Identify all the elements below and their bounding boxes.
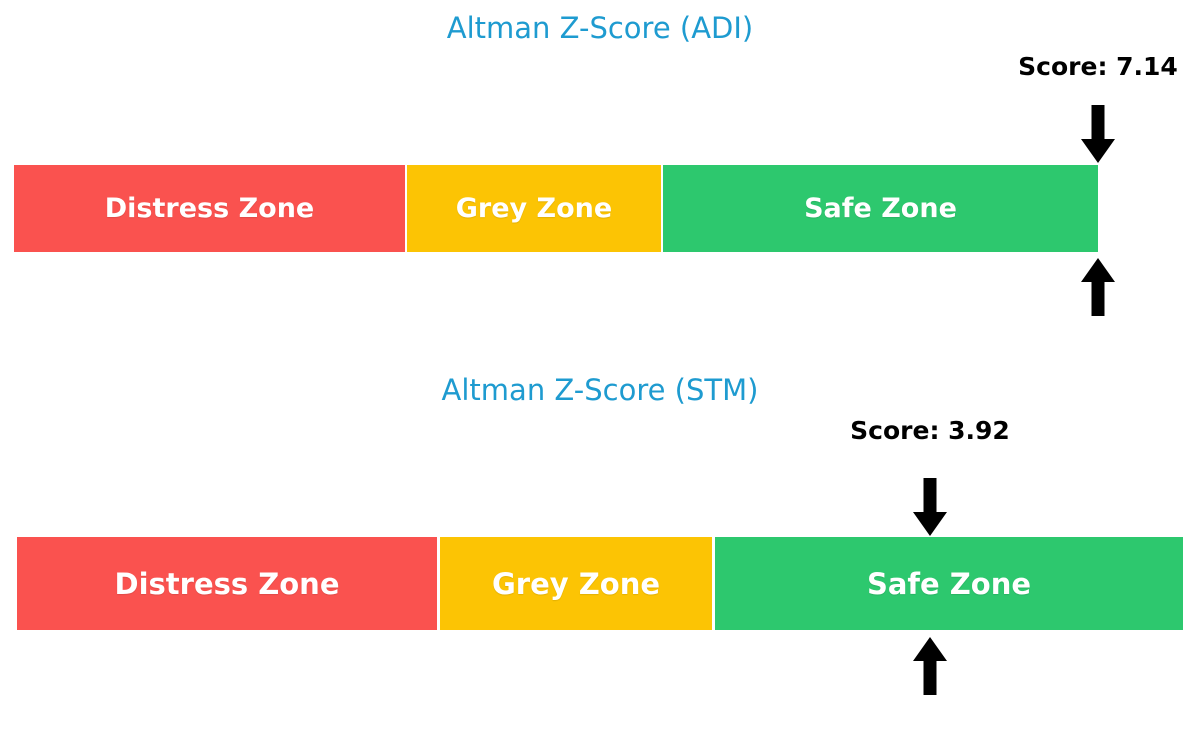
page-title-adi: Altman Z-Score (ADI) (446, 11, 754, 45)
zone-bar-adi: Distress Zone Grey Zone Safe Zone (14, 165, 1098, 252)
arrow-head (913, 637, 947, 661)
arrow-head (1081, 258, 1115, 282)
score-label-adi: Score: 7.14 (1018, 52, 1178, 81)
arrow-shaft (923, 478, 937, 514)
arrow-up-icon (913, 637, 947, 695)
arrow-shaft (1091, 280, 1105, 316)
zone-safe-adi[interactable]: Safe Zone (663, 165, 1098, 252)
gauge-chart-stm: Altman Z-Score (STM) Score: 3.92 Distres… (0, 360, 1200, 746)
zone-distress-stm[interactable]: Distress Zone (17, 537, 437, 630)
zone-label-grey: Grey Zone (491, 566, 661, 601)
zone-label-safe: Safe Zone (804, 193, 957, 224)
zone-safe-stm[interactable]: Safe Zone (715, 537, 1183, 630)
zone-grey-stm[interactable]: Grey Zone (440, 537, 712, 630)
arrow-head (1081, 139, 1115, 163)
arrow-down-icon (913, 478, 947, 536)
arrow-shaft (923, 659, 937, 695)
zone-label-distress: Distress Zone (104, 193, 315, 224)
score-label-stm: Score: 3.92 (850, 416, 1010, 445)
zone-label-safe: Safe Zone (866, 566, 1032, 601)
arrow-shaft (1091, 105, 1105, 141)
arrow-head (913, 512, 947, 536)
zone-bar-stm: Distress Zone Grey Zone Safe Zone (17, 537, 1183, 630)
gauge-chart-adi: Altman Z-Score (ADI) Score: 7.14 Distres… (0, 0, 1200, 360)
zone-distress-adi[interactable]: Distress Zone (14, 165, 405, 252)
zone-label-distress: Distress Zone (114, 566, 340, 601)
zone-grey-adi[interactable]: Grey Zone (407, 165, 661, 252)
zone-label-grey: Grey Zone (455, 193, 613, 224)
arrow-up-icon (1081, 258, 1115, 316)
arrow-down-icon (1081, 105, 1115, 163)
page-title-stm: Altman Z-Score (STM) (441, 373, 759, 407)
